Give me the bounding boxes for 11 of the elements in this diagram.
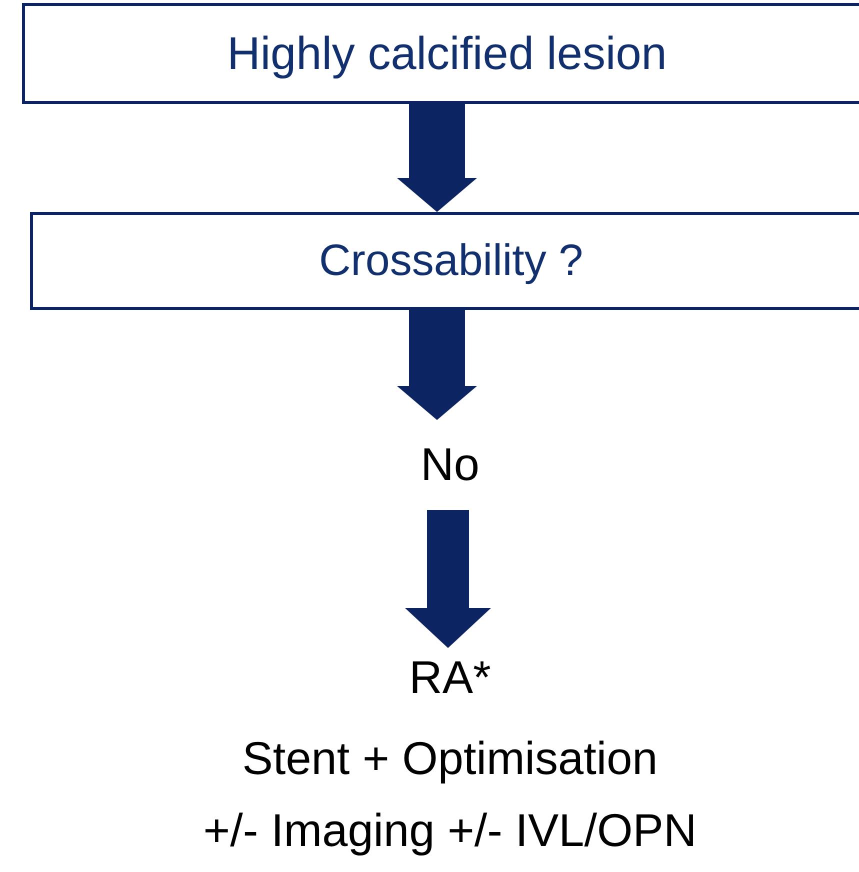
- flow-text: Stent + Optimisation: [242, 731, 658, 786]
- box-label: Crossability ?: [318, 234, 584, 287]
- process-box: [22, 3, 859, 104]
- block-arrow: [405, 510, 491, 648]
- box-label: Highly calcified lesion: [227, 26, 667, 81]
- block-arrow: [397, 310, 477, 420]
- process-box: [30, 212, 859, 310]
- block-arrow: [397, 104, 477, 212]
- flow-text: No: [420, 437, 480, 492]
- flow-text: +/- Imaging +/- IVL/OPN: [203, 802, 697, 858]
- flow-text: RA*: [409, 650, 491, 706]
